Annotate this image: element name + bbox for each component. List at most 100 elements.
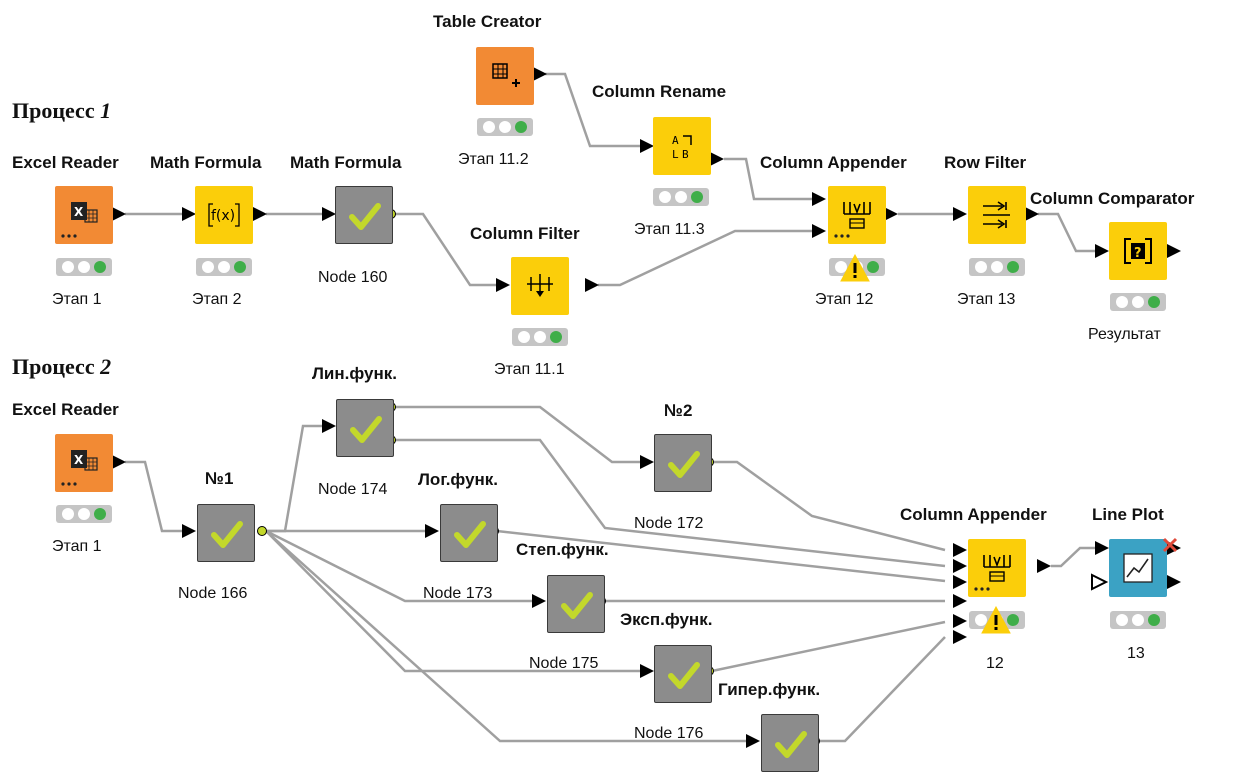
port-in <box>532 594 546 608</box>
svg-text:B: B <box>682 148 689 161</box>
check-icon <box>668 451 700 478</box>
port-out <box>112 455 126 469</box>
port-in <box>812 192 826 206</box>
port-in <box>953 207 967 221</box>
port-in <box>812 224 826 238</box>
port-in <box>640 139 654 153</box>
node-title: Table Creator <box>433 12 542 31</box>
port-out <box>884 207 898 221</box>
formula-icon: f(x) <box>208 203 240 227</box>
wire-math2-to-colfilter <box>394 212 496 287</box>
node-label: Этап 2 <box>192 291 242 308</box>
port-in <box>425 524 439 538</box>
math-formula-node[interactable]: f(x) <box>195 186 253 244</box>
metanode-1[interactable] <box>197 504 255 562</box>
node-label: Результат <box>1088 326 1161 343</box>
wire-n1-to-giper <box>265 530 746 743</box>
status-indicator <box>512 328 568 346</box>
row-filter-icon <box>983 201 1010 229</box>
node-label: Этап 12 <box>815 291 874 308</box>
metanode-log[interactable] <box>440 504 498 562</box>
warning-icon[interactable] <box>981 605 1011 634</box>
process-label: Процесс <box>12 98 95 123</box>
node-label: Этап 11.3 <box>634 221 705 238</box>
excel-icon: X <box>61 450 98 486</box>
error-x-icon <box>1162 537 1178 553</box>
column-appender-node[interactable] <box>828 186 886 244</box>
port-in <box>1095 541 1109 555</box>
status-indicator <box>56 505 112 523</box>
wire-log-to-appender2 <box>496 529 946 583</box>
wire-n2-to-appender2 <box>712 460 946 552</box>
node-label: 12 <box>986 655 1004 672</box>
column-appender-node[interactable] <box>968 539 1026 597</box>
process-number: 2 <box>100 354 112 379</box>
svg-text:?: ? <box>1134 246 1142 261</box>
node-title: Math Formula <box>290 153 402 172</box>
port-out <box>1167 575 1181 589</box>
node-title: Column Comparator <box>1030 189 1195 208</box>
wire-n1-to-step <box>265 529 532 603</box>
node-label: Node 160 <box>318 269 388 286</box>
svg-text:L: L <box>672 148 679 161</box>
wire-colfilter-to-appender <box>598 229 812 287</box>
port-in <box>640 455 654 469</box>
port-in <box>953 630 967 644</box>
column-filter-node[interactable] <box>511 257 569 315</box>
port-in <box>640 664 654 678</box>
status-indicator <box>1110 611 1166 629</box>
line-plot-node[interactable] <box>1109 539 1167 597</box>
column-comparator-node[interactable]: ? <box>1109 222 1167 280</box>
node-title: Гипер.функ. <box>718 680 821 699</box>
node-label: Node 166 <box>178 585 248 602</box>
wire-rowfilter-to-comparator <box>1038 212 1095 253</box>
excel-reader-node[interactable]: X <box>55 186 113 244</box>
port-in <box>953 575 967 589</box>
metanode-lin[interactable] <box>336 399 394 457</box>
wire-giper-to-appender2 <box>818 636 946 743</box>
status-indicator <box>653 188 709 206</box>
check-icon <box>668 662 700 689</box>
port-in <box>746 734 760 748</box>
metanode-2[interactable] <box>654 434 712 492</box>
column-append-icon <box>834 202 871 238</box>
wire-n1-to-exp <box>265 530 640 673</box>
process-2-heading: Процесс 2 <box>12 354 111 380</box>
warning-icon[interactable] <box>840 253 870 282</box>
check-icon <box>561 592 593 619</box>
check-icon <box>775 731 807 758</box>
svg-text:X: X <box>74 205 84 219</box>
node-label: Node 173 <box>423 585 493 602</box>
port-in-open <box>1091 573 1109 591</box>
wire-table-creator-to-rename <box>545 72 640 148</box>
node-title: Лог.функ. <box>418 470 499 489</box>
status-indicator <box>477 118 533 136</box>
node-label: Этап 1 <box>52 538 102 555</box>
check-icon <box>349 203 381 230</box>
node-title: Column Appender <box>760 153 907 172</box>
port-out <box>1025 207 1039 221</box>
table-creator-node[interactable] <box>476 47 534 105</box>
port-out-dot <box>257 526 267 536</box>
wire-n1-to-lin <box>266 424 322 533</box>
line-chart-icon <box>1123 553 1153 583</box>
node-label: 13 <box>1127 645 1145 662</box>
wire-lin-to-appender2 <box>394 438 946 568</box>
port-in <box>953 594 967 608</box>
port-out <box>1037 559 1051 573</box>
comparator-icon: ? <box>1124 238 1152 264</box>
node-title: Лин.функ. <box>312 364 397 383</box>
check-icon <box>211 521 243 548</box>
metanode-step[interactable] <box>547 575 605 633</box>
math-formula-metanode[interactable] <box>335 186 393 244</box>
excel-reader-node[interactable]: X <box>55 434 113 492</box>
wire-appender2-to-lineplot <box>1051 546 1095 568</box>
wire-lin-to-n2 <box>394 405 640 464</box>
node-label: Node 174 <box>318 481 388 498</box>
metanode-exp[interactable] <box>654 645 712 703</box>
node-title: Степ.функ. <box>516 540 609 559</box>
row-filter-node[interactable] <box>968 186 1026 244</box>
metanode-giper[interactable] <box>761 714 819 772</box>
node-title: №2 <box>664 401 693 420</box>
